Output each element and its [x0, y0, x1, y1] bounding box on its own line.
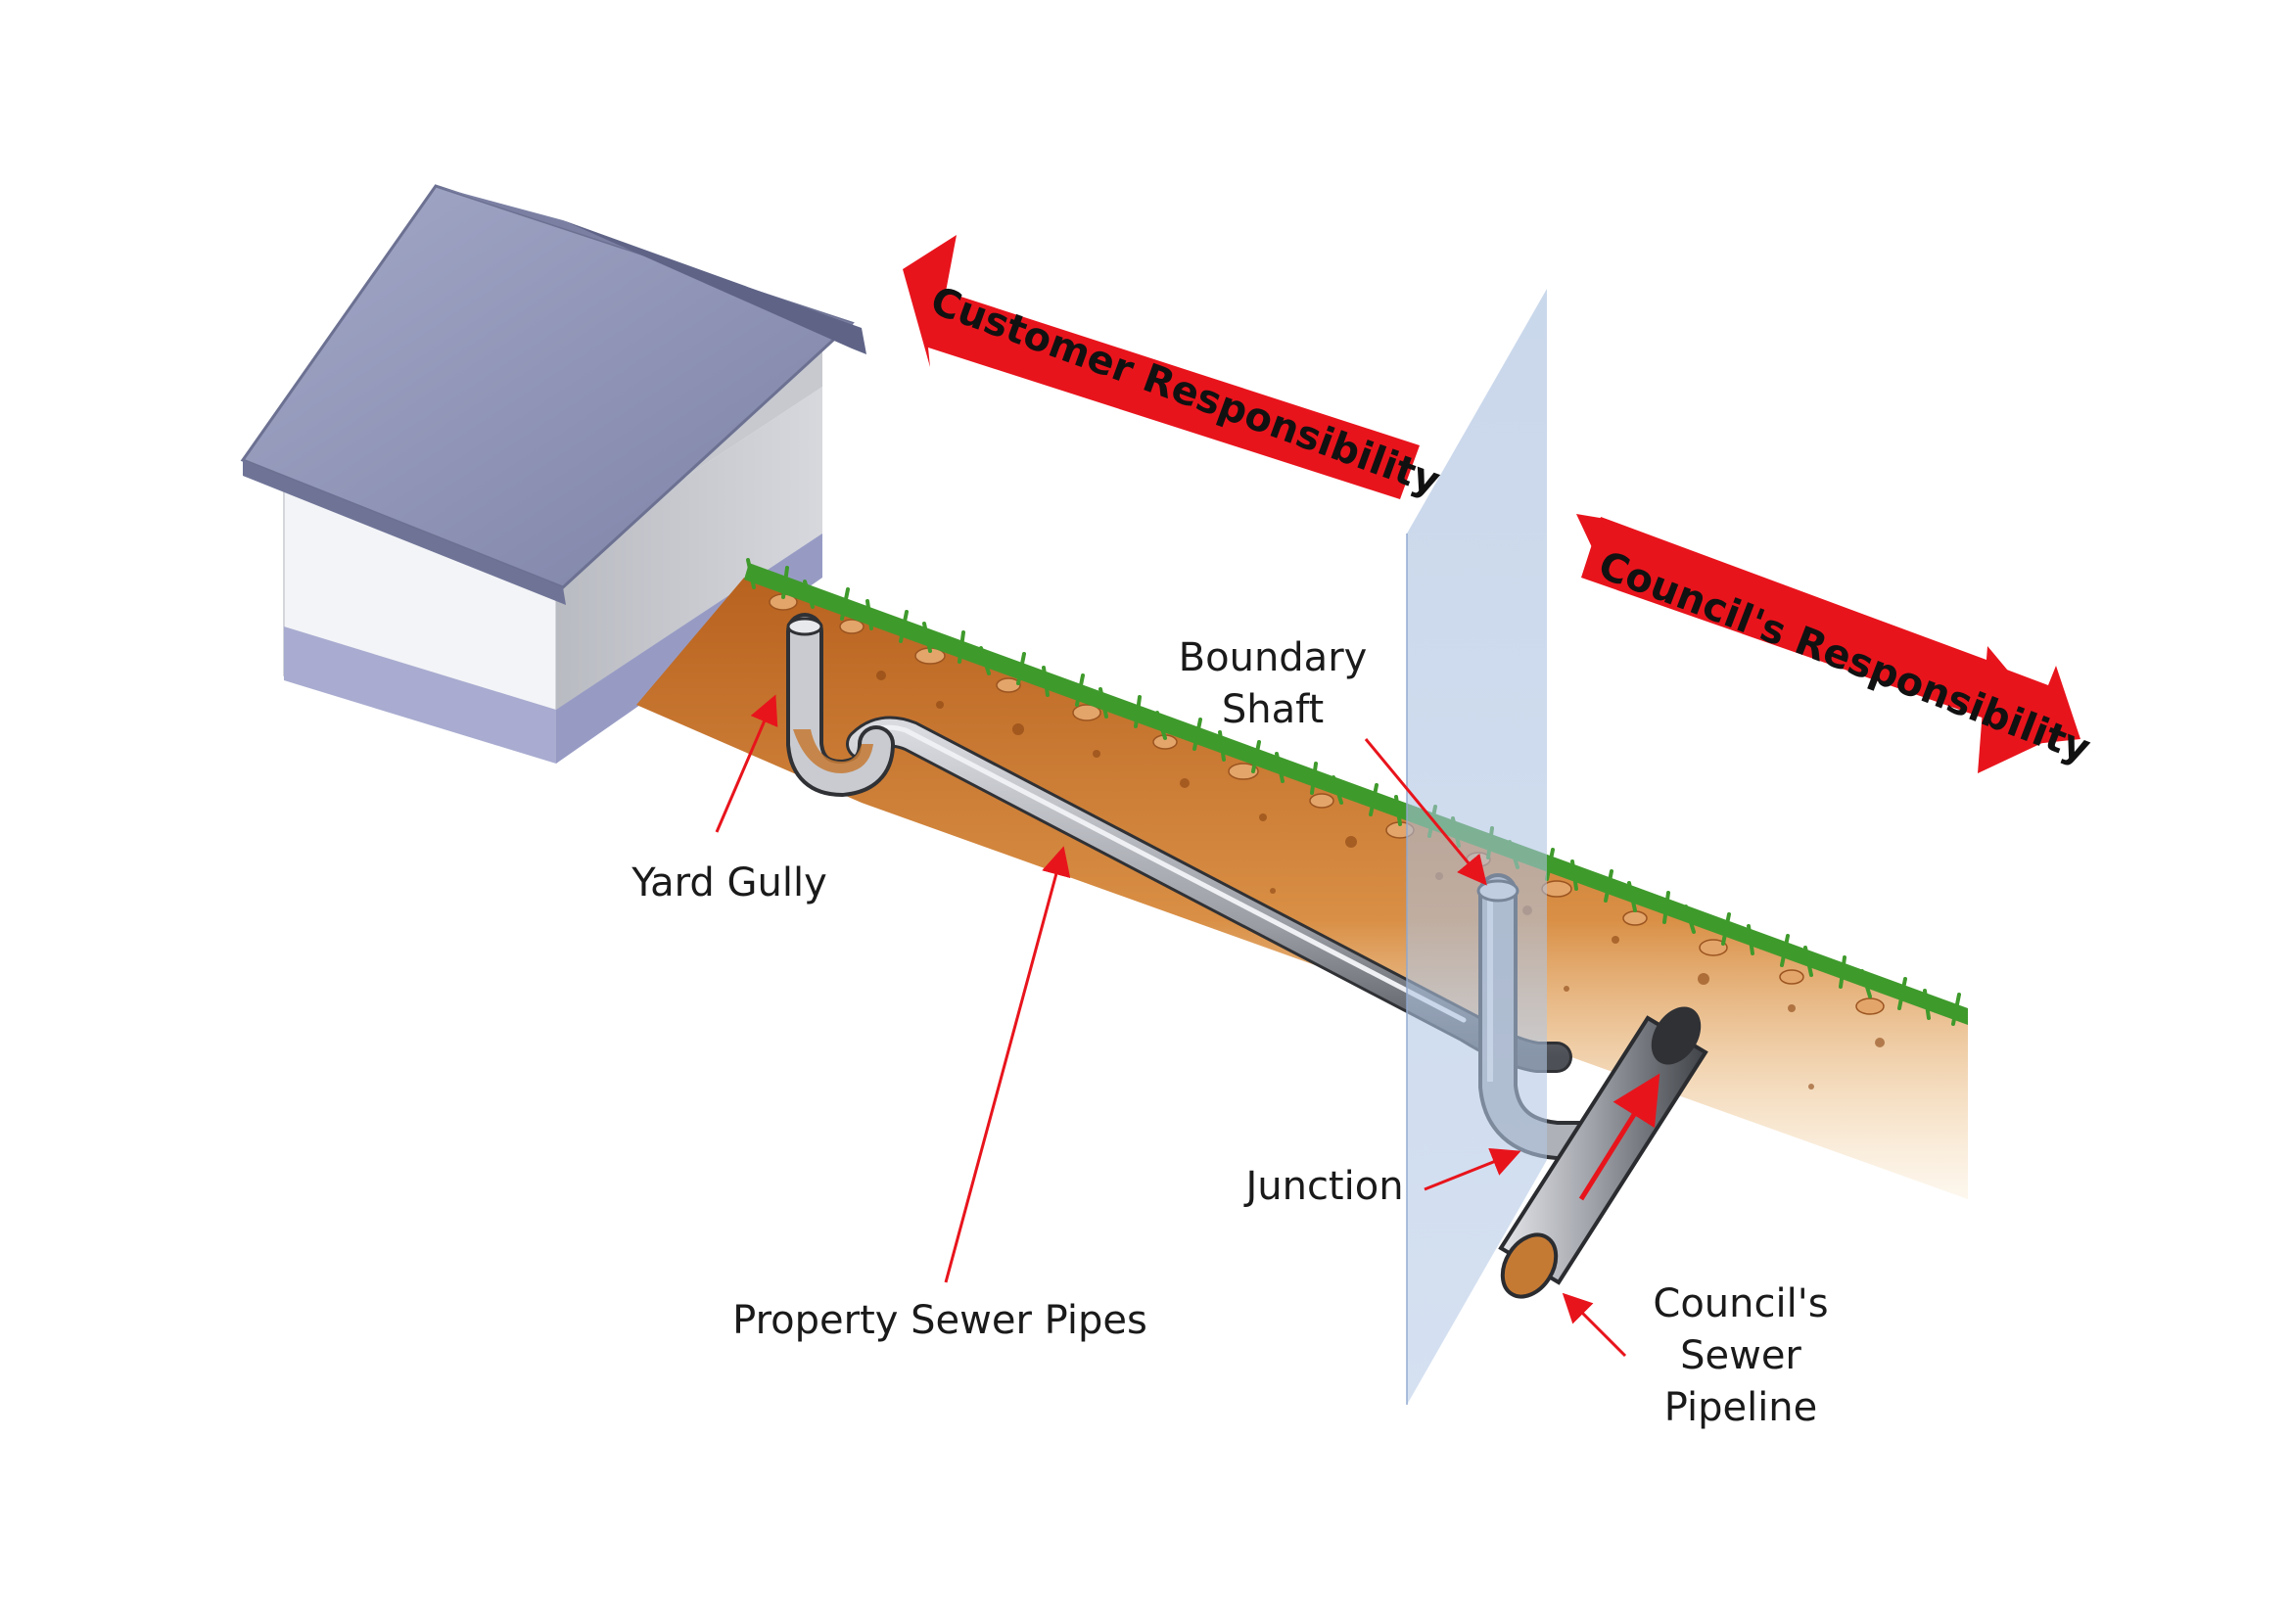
councils-responsibility-arrow: Council's Responsibility: [1576, 514, 2096, 773]
councils-sewer-label-line3: Pipeline: [1664, 1385, 1818, 1430]
boundary-shaft-label-line1: Boundary: [1179, 635, 1368, 680]
councils-sewer-label-line1: Council's: [1653, 1281, 1828, 1326]
yard-gully-callout: [715, 694, 778, 833]
property-sewer-pipes-callout: [944, 846, 1071, 1283]
boundary-shaft-label-line2: Shaft: [1222, 687, 1324, 732]
customer-responsibility-arrow: Customer Responsibility: [903, 235, 1446, 504]
callout-lines: [715, 694, 1627, 1358]
yard-gully-label: Yard Gully: [631, 860, 827, 905]
junction-label: Junction: [1242, 1164, 1403, 1209]
boundary-plane-icon: [1406, 289, 1547, 1405]
boundary-shaft-callout: [1364, 738, 1487, 886]
yard-gully-trap: [786, 613, 895, 798]
councils-sewer-label-line2: Sewer: [1680, 1333, 1801, 1378]
junction-callout: [1424, 1147, 1521, 1191]
councils-responsibility-label: Council's Responsibility: [1592, 542, 2096, 771]
customer-responsibility-label: Customer Responsibility: [925, 278, 1446, 504]
property-sewer-pipes-label: Property Sewer Pipes: [732, 1298, 1147, 1343]
council-sewer-pipeline: [1498, 1006, 1708, 1299]
council-pipeline-callout: [1562, 1292, 1627, 1358]
